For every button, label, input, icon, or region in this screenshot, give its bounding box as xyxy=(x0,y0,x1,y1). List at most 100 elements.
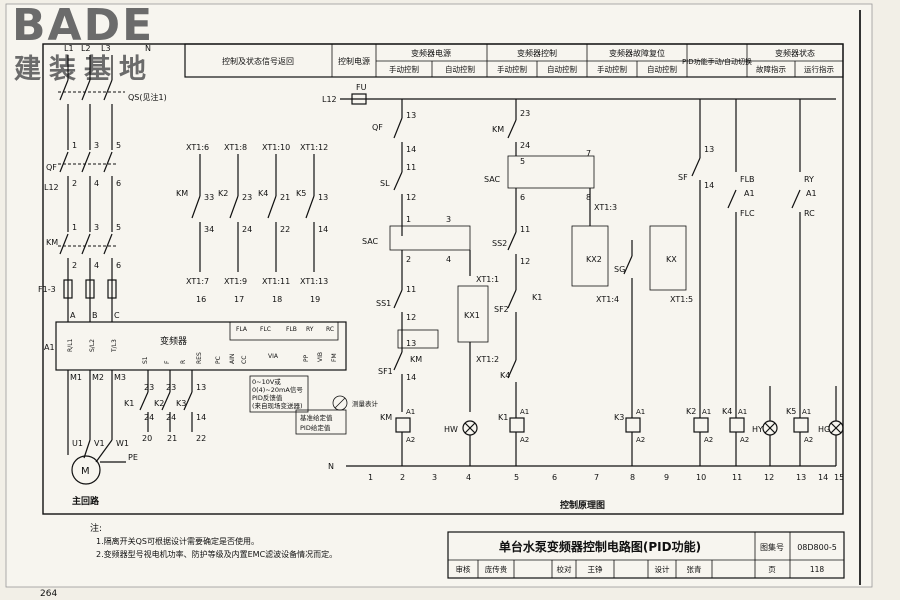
header-sub-3: 手动控制 xyxy=(497,64,527,74)
svg-text:1: 1 xyxy=(72,141,77,150)
ctrl-label-coil-k5: K5 xyxy=(786,407,796,416)
vfd-label: 变频器 xyxy=(160,335,187,347)
svg-text:A2: A2 xyxy=(740,436,749,444)
note-2: 2.变频器型号视电机功率、防护等级及内置EMC滤波设备情况而定。 xyxy=(96,549,337,559)
svg-text:6: 6 xyxy=(116,261,121,270)
ain-label-2: 0(4)~20mA信号 xyxy=(252,385,303,394)
svg-text:K5: K5 xyxy=(296,189,306,198)
svg-text:14: 14 xyxy=(406,373,416,382)
main-circuit-title: 主回路 xyxy=(72,495,100,507)
svg-text:VIA: VIA xyxy=(268,353,279,360)
svg-text:XT1:10: XT1:10 xyxy=(262,143,290,152)
svg-text:17: 17 xyxy=(234,295,244,304)
svg-text:2: 2 xyxy=(72,261,77,270)
svg-text:A1: A1 xyxy=(738,408,747,416)
ain-label-3: PID反馈值 xyxy=(252,393,283,402)
svg-text:KM: KM xyxy=(380,413,392,422)
label-m2: M2 xyxy=(92,373,104,382)
ain-label-4: (来自现场变送器) xyxy=(252,401,303,410)
header-sub-2: 自动控制 xyxy=(445,64,475,74)
name-designer: 张青 xyxy=(687,564,702,574)
ctrl-label-coil-k4: K4 xyxy=(722,407,732,416)
label-w1: W1 xyxy=(116,439,129,448)
svg-text:12: 12 xyxy=(406,313,416,322)
svg-text:A2: A2 xyxy=(804,436,813,444)
header-sub-5: 手动控制 xyxy=(597,64,627,74)
label-qs: QS(见注1) xyxy=(128,92,167,102)
label-l2: L2 xyxy=(81,44,91,53)
svg-text:11: 11 xyxy=(520,225,530,234)
svg-text:T/L3: T/L3 xyxy=(111,339,118,353)
svg-text:13: 13 xyxy=(406,111,416,120)
label-l12: L12 xyxy=(44,183,59,192)
ctrl-label-kx1: KX1 xyxy=(464,311,480,320)
ctrl-label-sf2: SF2 xyxy=(494,305,509,314)
ctrl-label-sg: SG xyxy=(614,265,625,274)
ctrl-label-flb: FLB xyxy=(740,175,755,184)
ctrl-label-km-2: KM xyxy=(492,125,504,134)
ctrl-label-coil-k3: K3 xyxy=(614,413,624,422)
ctrl-label-hg: HG xyxy=(818,425,830,434)
svg-text:XT1:11: XT1:11 xyxy=(262,277,290,286)
svg-text:RY: RY xyxy=(306,326,314,333)
svg-text:23: 23 xyxy=(520,109,530,118)
svg-text:XT1:13: XT1:13 xyxy=(300,277,328,286)
svg-text:XT1:6: XT1:6 xyxy=(186,143,209,152)
svg-text:24: 24 xyxy=(520,141,530,150)
svg-text:4: 4 xyxy=(94,179,99,188)
svg-text:5: 5 xyxy=(520,157,525,166)
label-u1: U1 xyxy=(72,439,83,448)
svg-text:3: 3 xyxy=(94,141,99,150)
atlas-number: 08D800-5 xyxy=(797,543,837,552)
paper xyxy=(5,3,873,588)
svg-text:K2: K2 xyxy=(218,189,228,198)
svg-text:3: 3 xyxy=(94,223,99,232)
node-15: 15 xyxy=(834,473,844,482)
svg-text:A1: A1 xyxy=(806,189,817,198)
meter-symbol xyxy=(332,395,348,411)
svg-text:8: 8 xyxy=(586,193,591,202)
ctrl-label-k1-hold: K1 xyxy=(532,293,542,302)
header-vfd-power: 变频器电源 xyxy=(411,48,451,58)
ctrl-label-coil-k1: K1 xyxy=(498,413,508,422)
ctrl-label-xt11: XT1:1 xyxy=(476,275,499,284)
svg-text:16: 16 xyxy=(196,295,206,304)
label-fuses: F1-3 xyxy=(38,285,56,294)
node-2: 2 xyxy=(400,473,405,482)
svg-text:A2: A2 xyxy=(704,436,713,444)
header-sub-7: 故障指示 xyxy=(756,64,786,74)
svg-text:F: F xyxy=(164,360,171,364)
header-sub-1: 手动控制 xyxy=(389,64,419,74)
ctrl-label-xt12: XT1:2 xyxy=(476,355,499,364)
header-sub-8: 运行指示 xyxy=(804,64,834,74)
ctrl-label-qf: QF xyxy=(372,123,383,132)
label-k2-main: K2 xyxy=(154,399,164,408)
node-14: 14 xyxy=(818,473,828,482)
setpoint-label-2: PID给定值 xyxy=(300,423,331,432)
svg-text:XT1:9: XT1:9 xyxy=(224,277,247,286)
svg-text:13: 13 xyxy=(318,193,328,202)
control-schematic-title: 控制原理图 xyxy=(560,499,605,511)
svg-text:XT1:7: XT1:7 xyxy=(186,277,209,286)
svg-text:24: 24 xyxy=(242,225,252,234)
ctrl-label-ry: RY xyxy=(804,175,814,184)
header-control-power: 控制电源 xyxy=(338,56,370,66)
svg-text:1: 1 xyxy=(72,223,77,232)
fuse-fu xyxy=(351,93,367,105)
label-k3-14: 14 xyxy=(196,413,206,422)
name-proofer: 王铮 xyxy=(588,564,603,574)
svg-text:34: 34 xyxy=(204,225,214,234)
ctrl-label-kx: KX xyxy=(666,255,677,264)
label-m3: M3 xyxy=(114,373,126,382)
node-6: 6 xyxy=(552,473,557,482)
ctrl-label-l12: L12 xyxy=(322,95,337,104)
node-3: 3 xyxy=(432,473,437,482)
svg-text:6: 6 xyxy=(116,179,121,188)
ctrl-label-ss2: SS2 xyxy=(492,239,507,248)
svg-text:A1: A1 xyxy=(636,408,645,416)
role-proof: 校对 xyxy=(557,564,572,574)
note-1: 1.隔离开关QS可根据设计需要确定是否使用。 xyxy=(96,536,259,546)
coil-k3 xyxy=(625,417,641,433)
svg-text:XT1:8: XT1:8 xyxy=(224,143,247,152)
